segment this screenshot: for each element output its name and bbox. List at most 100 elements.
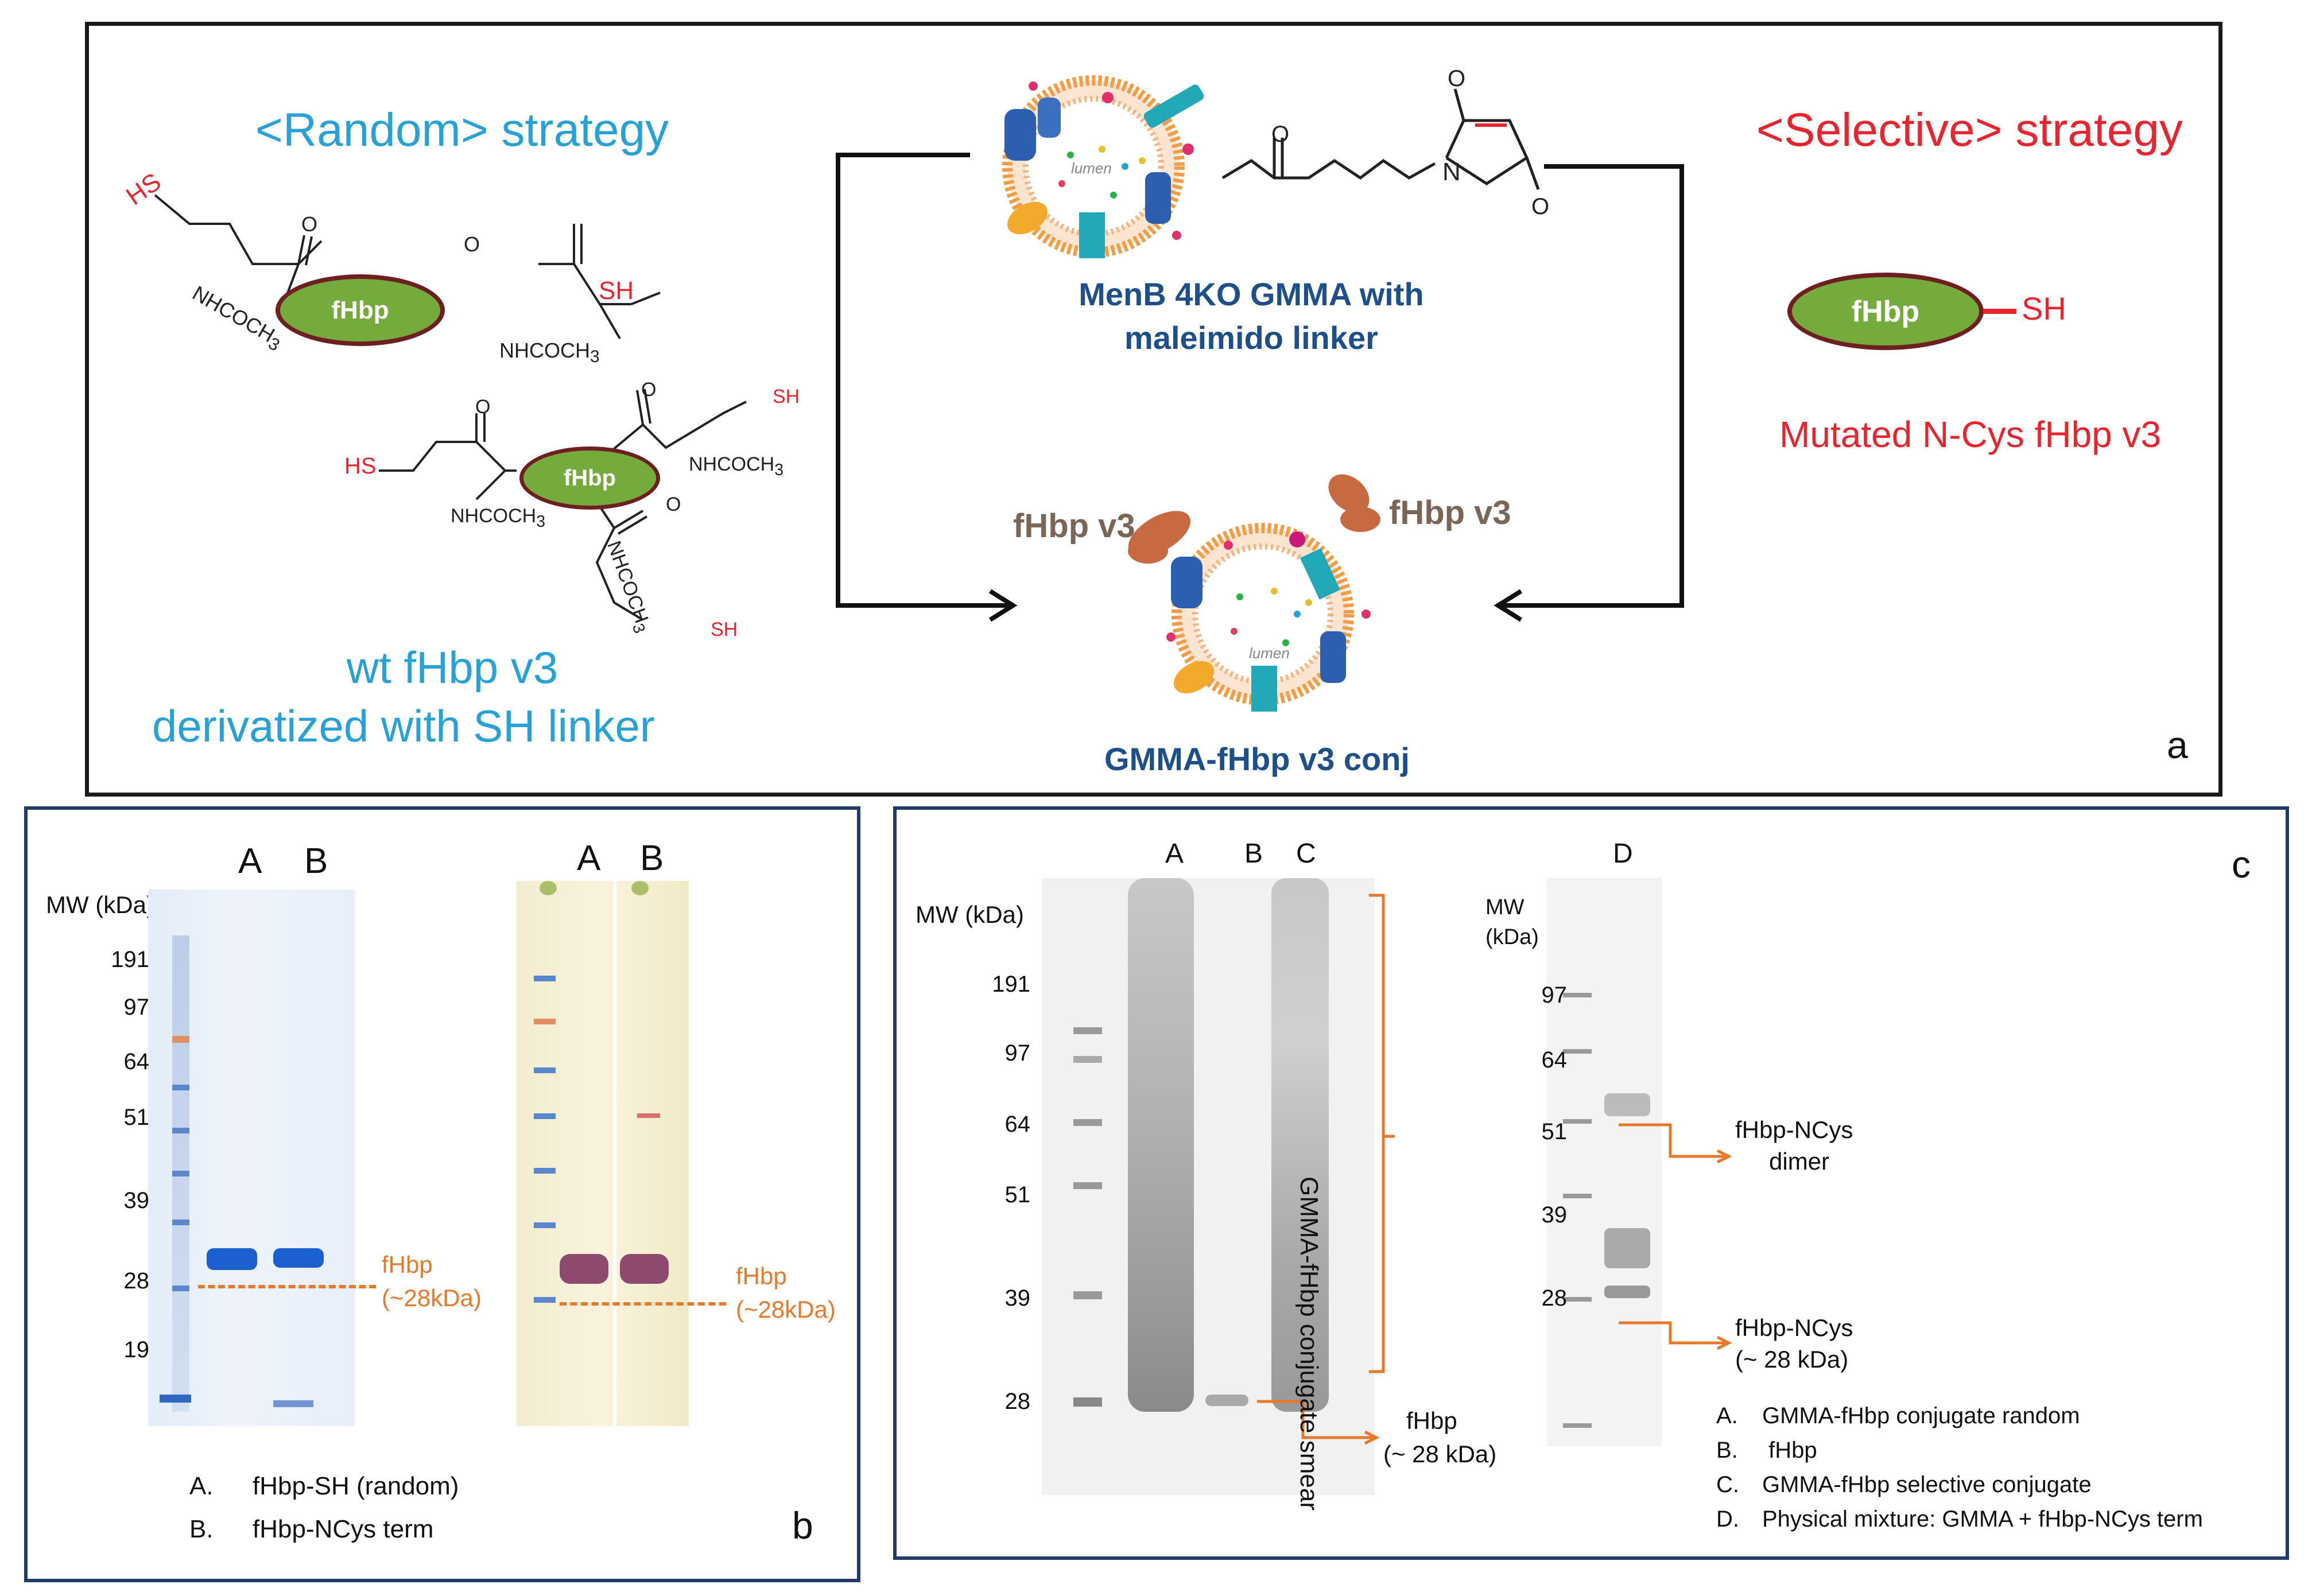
lumen-label-top: lumen [1071,160,1112,177]
sh-label: SH [599,277,634,305]
dimer-label-line1: fHbp-NCys [1735,1116,1853,1143]
ncys-bond [1983,309,2016,314]
lane-a-label-blot: A [577,838,601,878]
carbonyl-o: O [1448,66,1466,91]
mw-marker: 64 [123,1049,150,1074]
lane-label: C [1296,838,1316,869]
lane-b-label-blot: B [640,838,664,878]
reaction-arrows [836,153,1684,622]
selective-strategy-title: <Selective> strategy [1756,104,2183,156]
western-blot-d [1547,878,1662,1446]
mw-marker: 191 [992,972,1030,997]
fhbp-v3-right-label: fHbp v3 [1389,494,1511,531]
gmma-vesicle-top [1002,75,1204,258]
fhbp-band-size-blot: (~28kDa) [736,1296,836,1323]
dimer-label-line2: dimer [1769,1148,1830,1175]
mw-marker: 191 [111,947,149,972]
gmma-caption-line1: MenB 4KO GMMA with [1079,276,1424,312]
legend-c-d: D.Physical mixture: GMMA + fHbp-NCys ter… [1716,1506,2203,1532]
mw-marker: 19 [123,1337,150,1362]
sh-label: SH [773,386,800,407]
blot-d-pointers [1619,1123,1732,1350]
panel-a-scheme [85,22,2222,797]
mw-header-d-line2: (kDa) [1485,925,1539,949]
mw-marker: 97 [1541,983,1568,1008]
fhbp-band-label: fHbp [382,1251,433,1278]
carbonyl-o: O [301,212,318,236]
mw-marker: 51 [1541,1119,1568,1144]
fhbp-protein-ellipse: fHbp [276,274,445,346]
fhbp-band-size: (~28kDa) [382,1284,482,1311]
fhbp-band-dashed-line [198,1285,376,1288]
wt-caption-line2: derivatized with SH linker [152,701,655,751]
gmma-conjugate-vesicle [1128,474,1380,712]
mw-marker: 64 [1004,1112,1031,1137]
smear-label: GMMA-fHbp conjugate smear [1295,1176,1323,1510]
mw-marker: 28 [1541,1286,1568,1311]
mw-marker: 51 [123,1105,150,1130]
coomassie-gel [148,890,355,1426]
legend-b-a: A.fHbp-SH (random) [189,1472,459,1500]
mw-header-c: MW (kDa) [916,901,1024,928]
mw-marker: 97 [1004,1040,1031,1066]
thiolated-fhbp-structure-2 [379,389,747,621]
sh-label: SH [711,619,738,640]
fhbp-protein-ellipse: fHbp [519,446,660,510]
thiolated-fhbp-structure-1 [154,194,661,340]
fhbp-label-c: fHbp [1406,1407,1457,1434]
mw-header-d-line1: MW [1485,895,1525,919]
maleimido-linker-structure [1221,88,1540,190]
legend-c-b: B. fHbp [1716,1438,1817,1463]
mw-marker: 39 [1004,1286,1031,1311]
lumen-label-bottom: lumen [1249,644,1290,662]
nhcoch3-label: NHCOCH3 [689,453,783,479]
conjugate-caption: GMMA-fHbp v3 conj [1104,741,1410,777]
western-blot-main [1042,878,1375,1495]
carbonyl-o: O [1531,194,1550,219]
nhcoch3-label: NHCOCH3 [499,339,600,367]
carbonyl-o: O [464,232,480,256]
fhbp-band-label-blot: fHbp [736,1263,787,1290]
lane-label: A [1165,838,1184,869]
lane-label: B [1244,838,1263,869]
legend-c-c: C.GMMA-fHbp selective conjugate [1716,1472,2092,1497]
stained-gel [517,881,689,1426]
mw-marker: 51 [1004,1182,1031,1207]
panel-letter-b: b [792,1504,813,1547]
legend-b-b: B.fHbp-NCys term [189,1515,434,1543]
mw-marker: 39 [1541,1202,1568,1228]
panel-b-gels [24,806,860,1582]
legend-c-a: A.GMMA-fHbp conjugate random [1716,1403,2080,1428]
hs-label: HS [344,453,377,479]
mw-marker: 64 [1541,1047,1568,1073]
carbonyl-o: O [641,379,657,401]
gmma-caption-line2: maleimido linker [1124,320,1378,356]
random-strategy-title: <Random> strategy [255,104,669,156]
mw-marker: 28 [123,1268,150,1294]
nhcoch3-label: NHCOCH3 [451,505,545,531]
nitrogen-label: N [1442,158,1461,186]
ncys-label-line2: (~ 28 kDa) [1735,1346,1849,1373]
mw-marker: 28 [1004,1389,1031,1414]
carbonyl-o: O [666,494,681,515]
mw-marker: 97 [123,995,150,1020]
fhbp-band-dashed-line-blot [560,1302,726,1306]
lane-d-label: D [1613,838,1633,869]
ncys-label-line1: fHbp-NCys [1735,1314,1853,1341]
mutated-ncys-label: Mutated N-Cys fHbp v3 [1779,414,2162,455]
sh-label-selective: SH [2022,290,2066,327]
mw-marker: 39 [123,1188,150,1213]
mw-header: MW (kDa) [46,891,154,918]
panel-c-blots [893,806,2289,1560]
lane-a-label: A [238,841,262,881]
carbonyl-o: O [1271,122,1290,147]
panel-letter-a: a [2167,724,2188,766]
lane-b-label: B [304,841,328,881]
fhbp-v3-left-label: fHbp v3 [1013,507,1135,545]
fhbp-size-c: (~ 28 kDa) [1383,1440,1497,1467]
panel-letter-c: c [2232,843,2251,886]
fhbp-protein-ellipse-selective: fHbp [1787,273,1984,350]
carbonyl-o: O [475,396,491,418]
smear-bracket-and-pointers [1257,894,1395,1445]
